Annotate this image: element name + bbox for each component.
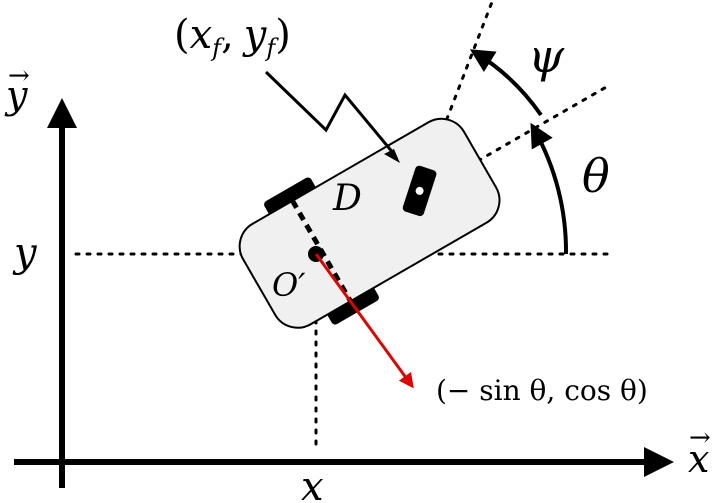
- front-point-marker: [415, 186, 424, 195]
- front-point-pointer: [264, 70, 396, 155]
- vehicle: [238, 117, 501, 329]
- theta-label: θ: [582, 149, 610, 203]
- lateral-vector-label: (− sin θ, cos θ): [436, 374, 648, 407]
- x-axis-label: x: [688, 437, 709, 481]
- y-coordinate-label: y: [12, 230, 38, 276]
- front-point-pointer-head: [384, 149, 400, 163]
- y-axis-label: y: [4, 73, 28, 117]
- y-axis-vector-arrow: →: [8, 61, 30, 91]
- theta-arc: [530, 122, 569, 255]
- front-point-label: (xf,yf): [174, 12, 291, 62]
- psi-label: ψ: [528, 29, 565, 83]
- psi-arc: [469, 49, 543, 117]
- origin-label: O′: [272, 266, 306, 304]
- x-coordinate-label: x: [301, 464, 324, 503]
- x-axis-vector-arrow: →: [689, 423, 711, 453]
- lateral-vector-arrow: [314, 253, 414, 389]
- distance-label: D: [332, 178, 362, 219]
